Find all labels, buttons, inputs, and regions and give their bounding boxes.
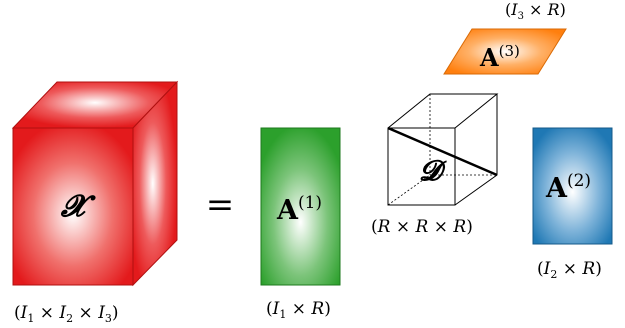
core-top-face <box>387 93 499 129</box>
factor-a1-label: A(1) <box>276 193 322 226</box>
core-tensor-dims-label: (R × R × R) <box>371 217 473 237</box>
factor-a3-label: A(3) <box>479 42 520 72</box>
factor-a3-matrix <box>443 28 567 75</box>
tensor-x-dims-label: (I1 × I2 × I3) <box>14 303 119 325</box>
factor-a1-dims-label: (I1 × R) <box>266 299 331 321</box>
factor-a1-matrix <box>260 127 341 286</box>
factor-a3-dims-label: (I3 × R) <box>505 0 566 22</box>
core-hidden-edge-depth <box>387 174 431 206</box>
factor-a2-label: A(2) <box>545 171 591 204</box>
core-diagonal-plane <box>387 126 498 177</box>
equals-sign: = <box>206 185 235 225</box>
factor-a2-matrix <box>532 127 613 245</box>
core-tensor-symbol: 𝓓 <box>419 154 447 187</box>
core-front-face <box>387 127 456 206</box>
tensor-x-cube <box>11 80 179 287</box>
core-tensor-cube <box>387 93 499 206</box>
factor-a2-dims-label: (I2 × R) <box>537 259 602 281</box>
tensor-x-front-face <box>12 127 134 286</box>
